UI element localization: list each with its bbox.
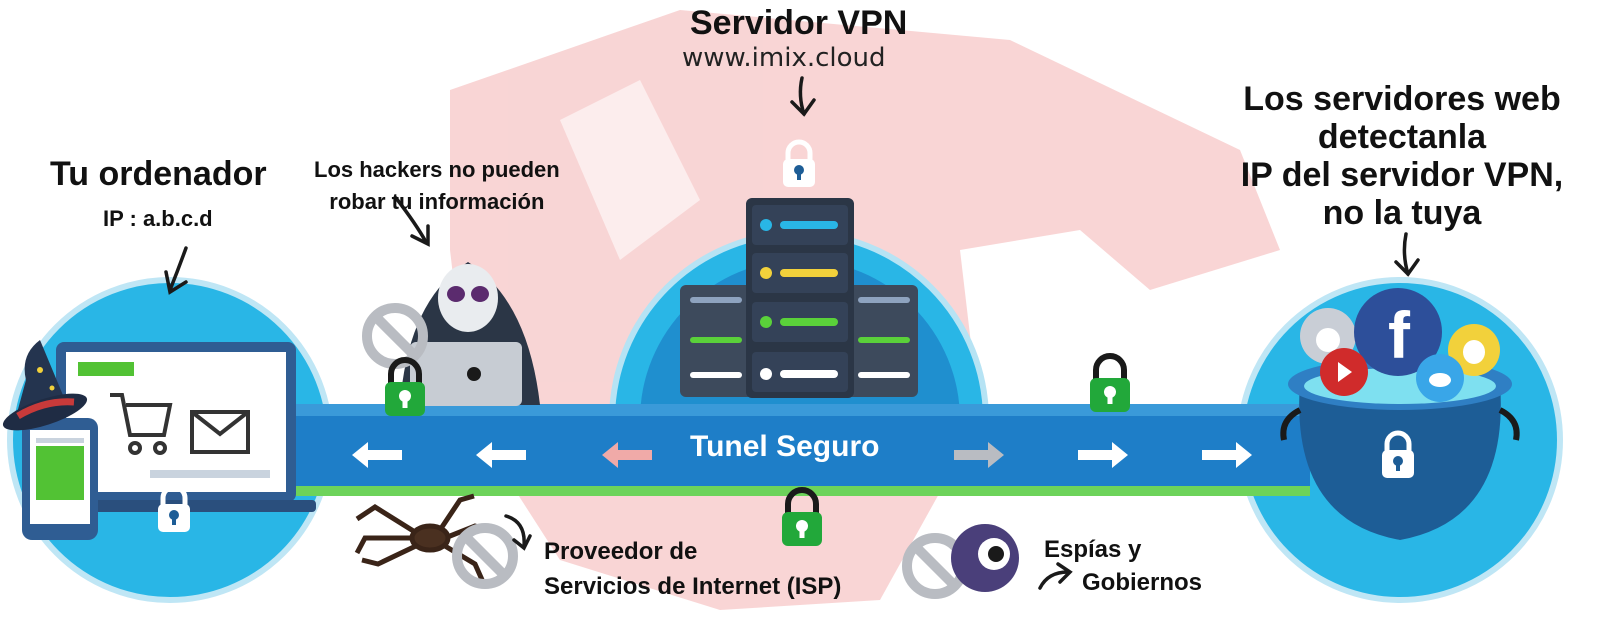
computer-title: Tu ordenador [50,155,267,193]
arrow-curved-icon [1038,562,1073,590]
arrow-down-icon [394,196,430,247]
arrow-down-icon [164,246,188,295]
isp-line-1: Proveedor de [544,538,698,565]
web-servers-caption: Los servidores web detectanla IP del ser… [1212,80,1592,232]
arrow-down-icon [790,76,816,117]
vpn-server-url: www.imix.cloud [682,43,886,73]
spies-line-1: Espías y [1044,536,1142,563]
twitter-icon [1416,354,1464,402]
arrow-down-icon [1394,232,1420,277]
youtube-icon [1320,348,1368,396]
web-line-1: Los servidores web [1243,80,1561,118]
web-line-4: no la tuya [1322,194,1482,232]
spies-line-2: Gobiernos [1082,569,1203,596]
tunnel-label: Tunel Seguro [690,430,880,463]
computer-ip: IP : a.b.c.d [103,206,213,231]
isp-caption: Proveedor de Servicios de Internet (ISP) [544,534,841,604]
svg-text:f: f [1388,298,1411,372]
web-line-2: detectanla [1317,118,1487,156]
wizard-hat-icon [2,340,88,431]
server-rack-icon [680,198,918,398]
isp-line-2: Servicios de Internet (ISP) [544,573,842,600]
arrow-right-icon [954,442,1004,468]
hackers-line-1: Los hackers no pueden [314,157,560,182]
hacker-skull-icon [400,262,540,406]
web-line-3: IP del servidor VPN, [1240,156,1564,194]
arrow-left-icon [476,442,526,468]
hackers-caption: Los hackers no pueden robar tu informaci… [314,154,560,218]
facebook-icon: f [1354,288,1442,376]
arrow-curved-icon [504,514,532,551]
snapchat-icon [1448,324,1500,376]
mail-icon [190,410,250,454]
padlock-icon [1090,356,1130,412]
arrow-right-icon [1202,442,1252,468]
hackers-line-2: robar tu información [329,189,545,214]
arrow-left-icon [602,442,652,468]
arrow-right-icon [1078,442,1128,468]
vpn-server-title: Servidor VPN [690,4,908,42]
arrow-left-icon [352,442,402,468]
cart-icon [110,393,173,455]
phone-icon [22,418,98,540]
eyeball-icon [951,524,1019,592]
spies-caption: Espías y Gobiernos [1044,533,1202,599]
